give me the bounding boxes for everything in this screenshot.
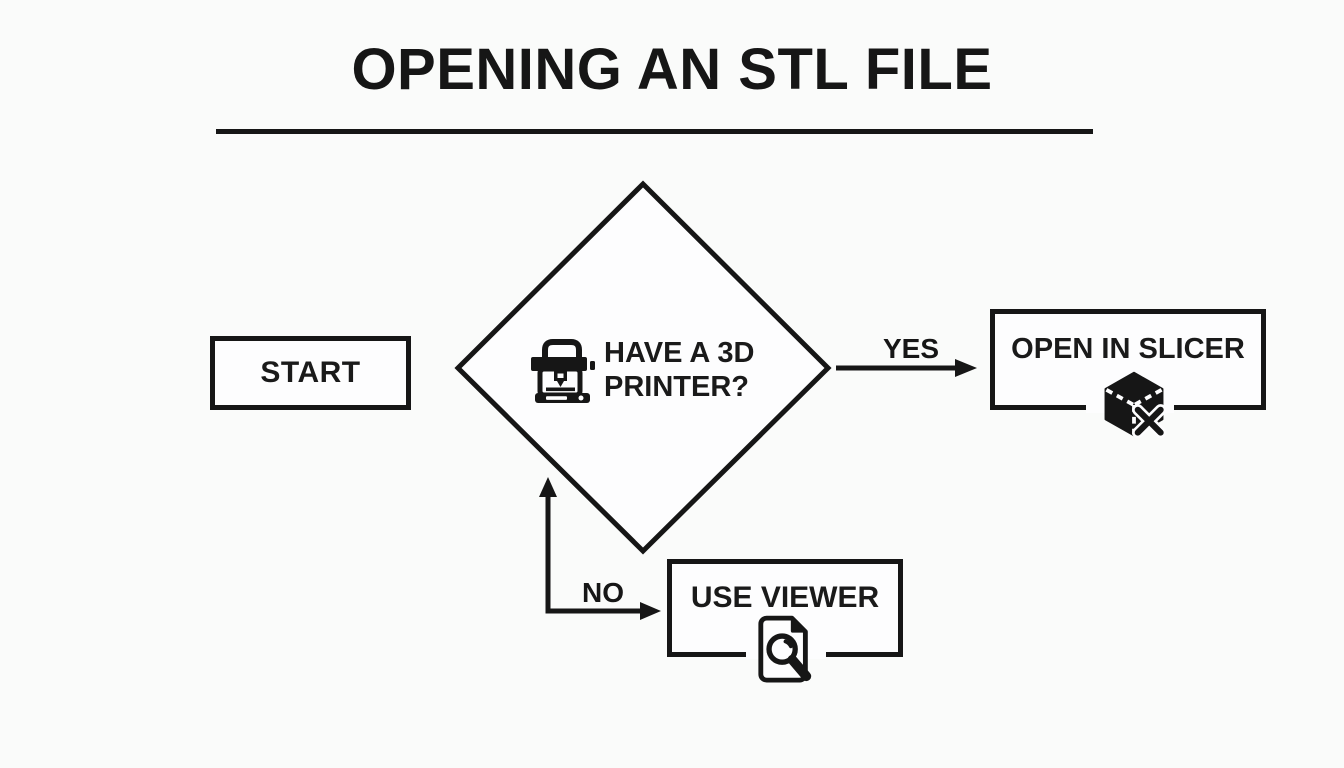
title-underline [216,129,1093,134]
open-in-slicer-label: OPEN IN SLICER [1011,333,1245,365]
no-arrow-right-head [640,602,661,620]
start-node-label: START [260,356,361,389]
page-title: OPENING AN STL FILE [351,37,993,102]
document-magnifier-icon [758,615,812,683]
use-viewer-node: USE VIEWER [667,559,903,657]
decision-question: HAVE A 3D PRINTER? [604,337,755,403]
no-arrow-up-head [539,477,557,497]
slicer-cube-icon [1104,371,1167,439]
3d-printer-icon [531,339,595,403]
start-node: START [210,336,411,410]
decision-diamond [454,180,832,555]
no-arrow-line [545,491,645,614]
yes-arrow-head [955,359,977,377]
yes-branch-label: YES [882,333,940,364]
use-viewer-label: USE VIEWER [690,581,880,614]
no-branch-label: NO [582,577,624,608]
